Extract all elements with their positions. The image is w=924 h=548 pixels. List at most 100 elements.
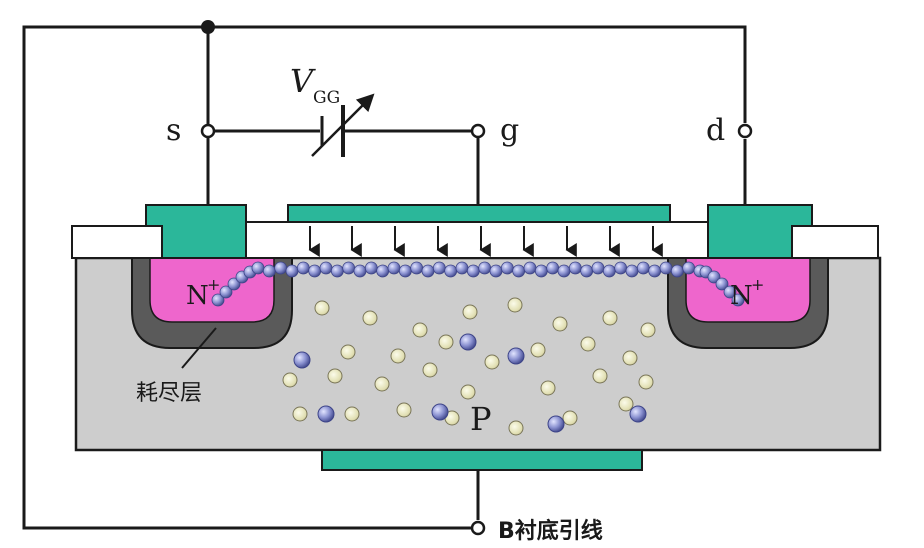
drain-label: d [706, 113, 725, 148]
channel-electron [707, 270, 721, 284]
hole [592, 368, 608, 384]
hole [640, 322, 656, 338]
source-label: s [166, 113, 181, 148]
hole [540, 380, 556, 396]
hole [552, 316, 568, 332]
channel-electron [342, 261, 356, 275]
hole [412, 322, 428, 338]
free-electron [431, 403, 449, 421]
hole [460, 384, 476, 400]
channel-electron [421, 264, 435, 278]
junction-dot [201, 20, 215, 34]
hole [292, 406, 308, 422]
hole [508, 420, 524, 436]
source-contact [145, 204, 247, 259]
channel-electron [731, 293, 745, 307]
channel-electron [444, 264, 458, 278]
free-electron [629, 405, 647, 423]
channel-electron [557, 264, 571, 278]
channel-electron [614, 261, 628, 275]
channel-electron [227, 277, 241, 291]
carriers [211, 261, 745, 436]
channel-electron [376, 264, 390, 278]
hole [374, 376, 390, 392]
n-plus-right-label: N [730, 281, 753, 311]
channel-electron [285, 264, 299, 278]
channel-electron [489, 264, 503, 278]
hole [282, 372, 298, 388]
channel-electron [715, 277, 729, 291]
channel-electron [251, 261, 265, 275]
hole [602, 310, 618, 326]
channel-electron [410, 261, 424, 275]
hole [484, 354, 500, 370]
channel-electron [670, 264, 684, 278]
channel-electron [568, 261, 582, 275]
n-plus-left-sup: + [207, 275, 220, 294]
n-plus-left-label: N [186, 281, 209, 311]
channel-electron [523, 261, 537, 275]
hole [362, 310, 378, 326]
hole [618, 396, 634, 412]
channel-electron [546, 261, 560, 275]
vgg-variable-arrow [311, 93, 375, 157]
body-wire-left [22, 25, 478, 530]
channel-electron [659, 261, 673, 275]
channel-electron [308, 264, 322, 278]
channel-electron [211, 293, 225, 307]
hole [462, 304, 478, 320]
hole [422, 362, 438, 378]
hole [340, 344, 356, 360]
channel-electron [625, 264, 639, 278]
channel-electron [262, 264, 276, 278]
hole [622, 350, 638, 366]
channel-electron [296, 261, 310, 275]
depletion-pointer [181, 327, 217, 369]
channel-electron [602, 264, 616, 278]
n-plus-right-sup: + [751, 275, 764, 294]
channel-electron [330, 264, 344, 278]
hole [638, 374, 654, 390]
hole [580, 336, 596, 352]
channel-electron [387, 261, 401, 275]
channel-electron [319, 261, 333, 275]
channel-electron [398, 264, 412, 278]
channel-electron [580, 264, 594, 278]
channel-electron [353, 264, 367, 278]
channel-electron [219, 285, 233, 299]
channel-electron [591, 261, 605, 275]
channel-electron [534, 264, 548, 278]
depletion-label: 耗尽层 [136, 381, 202, 406]
channel-electron [478, 261, 492, 275]
free-electron [507, 347, 525, 365]
channel-electron [500, 261, 514, 275]
source-drain-top-wire [208, 25, 747, 123]
hole [562, 410, 578, 426]
free-electron [317, 405, 335, 423]
channel-electron [636, 261, 650, 275]
hole [344, 406, 360, 422]
oxide-left [71, 225, 163, 259]
hole [530, 342, 546, 358]
drain-contact [707, 204, 813, 259]
vgg-label: V [290, 62, 316, 100]
hole [327, 368, 343, 384]
body-contact [321, 449, 643, 471]
channel-electron [364, 261, 378, 275]
hole [314, 300, 330, 316]
channel-electron [682, 261, 696, 275]
hole [390, 348, 406, 364]
hole [396, 402, 412, 418]
channel-electron [455, 261, 469, 275]
channel-electron [723, 285, 737, 299]
source-terminal [200, 123, 216, 139]
oxide-middle [244, 221, 710, 259]
body-terminal [470, 520, 486, 536]
hole [438, 334, 454, 350]
body-lead-label: B衬底引线 [498, 518, 603, 544]
channel-electron [274, 261, 288, 275]
oxide-right [791, 225, 879, 259]
free-electron [547, 415, 565, 433]
